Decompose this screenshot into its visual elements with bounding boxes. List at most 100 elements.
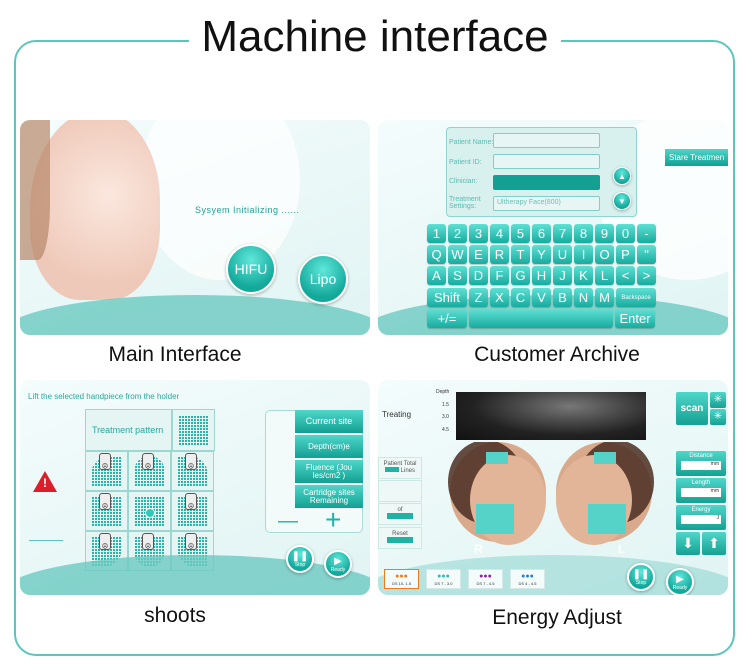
key-j[interactable]: J xyxy=(553,266,572,285)
key-8[interactable]: 8 xyxy=(574,224,593,243)
key-7[interactable]: 7 xyxy=(553,224,572,243)
key-4[interactable]: 4 xyxy=(490,224,509,243)
start-treatment-button[interactable]: Stare Treatmen xyxy=(665,149,728,166)
pattern-cell[interactable]: ☹ xyxy=(85,491,128,531)
pattern-cell[interactable]: ☹ xyxy=(128,451,171,491)
key-3[interactable]: 3 xyxy=(469,224,488,243)
patient-name-input[interactable] xyxy=(493,133,600,148)
key-y[interactable]: Y xyxy=(532,245,551,264)
handpiece-icon: ☹ xyxy=(99,453,111,470)
customer-archive-panel: Patient Name: Patient ID: Clinician: Tre… xyxy=(378,120,728,335)
clinician-input[interactable] xyxy=(493,175,600,190)
key-l[interactable]: L xyxy=(595,266,614,285)
key-d[interactable]: D xyxy=(469,266,488,285)
key-[interactable]: > xyxy=(637,266,656,285)
key-u[interactable]: U xyxy=(553,245,572,264)
stop-button[interactable]: ❚❚Stop xyxy=(627,563,655,591)
key-b[interactable]: B xyxy=(553,288,572,307)
key-g[interactable]: G xyxy=(511,266,530,285)
warning-icon: ! xyxy=(33,471,57,492)
brightness-down-icon[interactable]: ✳ xyxy=(710,409,726,425)
cartridge-dots-icon: ●●● xyxy=(395,573,408,580)
stop-button[interactable]: ❚❚Stop xyxy=(286,545,314,573)
key-2[interactable]: 2 xyxy=(448,224,467,243)
energy-adjust-panel: Treating Depth 1.5 3.0 4.5 scan ✳ ✳ Pati… xyxy=(378,380,728,595)
scan-button[interactable]: scan xyxy=(676,392,708,425)
key-9[interactable]: 9 xyxy=(595,224,614,243)
cartridge-tab[interactable]: ●●●DS 4 - 4.5 xyxy=(510,569,545,589)
key-w[interactable]: W xyxy=(448,245,467,264)
key-f[interactable]: F xyxy=(490,266,509,285)
key-o[interactable]: O xyxy=(595,245,614,264)
key-backspace[interactable]: Backspace xyxy=(616,288,656,307)
patient-id-input[interactable] xyxy=(493,154,600,169)
cartridge-tab[interactable]: ●●●DS 7 - 4.5 xyxy=(468,569,503,589)
key-r[interactable]: R xyxy=(490,245,509,264)
key-[interactable]: - xyxy=(637,224,656,243)
key-[interactable]: " xyxy=(637,245,656,264)
key-z[interactable]: Z xyxy=(469,288,488,307)
pattern-cell[interactable]: ☹ xyxy=(171,491,214,531)
key-h[interactable]: H xyxy=(532,266,551,285)
key-a[interactable]: A xyxy=(427,266,446,285)
cartridge-tab[interactable]: ●●●DS 10- 1.5 xyxy=(384,569,419,589)
ready-button[interactable]: ▶Ready xyxy=(666,568,694,595)
page-title: Machine interface xyxy=(0,12,750,62)
handpiece-icon: ☹ xyxy=(142,453,154,470)
param-depth[interactable]: Depth(cm)e xyxy=(295,435,363,458)
key-t[interactable]: T xyxy=(511,245,530,264)
scroll-up-button[interactable]: ▲ xyxy=(613,167,631,185)
caption-archive: Customer Archive xyxy=(474,343,640,366)
key-p[interactable]: P xyxy=(616,245,635,264)
key-shift[interactable]: Shift xyxy=(427,288,467,307)
param-cartridge-sites[interactable]: Cartridge sites Remaining xyxy=(295,485,363,508)
treatment-settings-select[interactable]: Ultherapy Face(800) xyxy=(493,196,600,211)
key-q[interactable]: Q xyxy=(427,245,446,264)
shoots-panel: Lift the selected handpiece from the hol… xyxy=(20,380,370,595)
pattern-cell[interactable]: ☹ xyxy=(85,451,128,491)
key-0[interactable]: 0 xyxy=(616,224,635,243)
scroll-down-button[interactable]: ▼ xyxy=(613,192,631,210)
key-m[interactable]: M xyxy=(595,288,614,307)
key-i[interactable]: I xyxy=(574,245,593,264)
key-e[interactable]: E xyxy=(469,245,488,264)
key-enter[interactable]: Enter xyxy=(615,309,655,328)
key-c[interactable]: C xyxy=(511,288,530,307)
key-5[interactable]: 5 xyxy=(511,224,530,243)
triangle-down-icon: ▼ xyxy=(618,196,626,206)
key-n[interactable]: N xyxy=(574,288,593,307)
init-status: Sysyem Initializing ...... xyxy=(195,205,300,215)
key-s[interactable]: S xyxy=(448,266,467,285)
lipo-button[interactable]: Lipo xyxy=(298,254,348,304)
brightness-up-icon[interactable]: ✳ xyxy=(710,392,726,408)
pattern-cell[interactable] xyxy=(128,491,171,531)
cartridge-dots-icon: ●●● xyxy=(479,573,492,580)
param-fluence[interactable]: Fluence (Jou les/cm2 ) xyxy=(295,460,363,483)
handpiece-icon: ☹ xyxy=(99,533,111,550)
minus-button[interactable]: — xyxy=(278,510,298,532)
ready-button[interactable]: ▶Ready xyxy=(324,550,352,578)
key-k[interactable]: K xyxy=(574,266,593,285)
cartridge-tab[interactable]: ●●●DS 7 - 3.0 xyxy=(426,569,461,589)
arrow-down-button[interactable]: ⬇ xyxy=(676,532,700,555)
pattern-cell[interactable]: ☹ xyxy=(171,451,214,491)
handpiece-icon: ☹ xyxy=(142,533,154,550)
arrow-up-button[interactable]: ⬆ xyxy=(702,532,726,555)
key-[interactable]: < xyxy=(616,266,635,285)
key-6[interactable]: 6 xyxy=(532,224,551,243)
reset-button[interactable]: Reset xyxy=(378,527,422,549)
key-space[interactable] xyxy=(469,309,613,328)
key-v[interactable]: V xyxy=(532,288,551,307)
hifu-button[interactable]: HIFU xyxy=(226,244,276,294)
param-current-site[interactable]: Current site xyxy=(295,410,363,433)
key-1[interactable]: 1 xyxy=(427,224,446,243)
pause-icon: ❚❚ xyxy=(632,568,650,580)
key-[interactable]: +/= xyxy=(427,309,467,328)
key-x[interactable]: X xyxy=(490,288,509,307)
treating-status: Treating xyxy=(382,410,412,419)
plus-button[interactable]: + xyxy=(325,504,342,535)
triangle-up-icon: ▲ xyxy=(618,171,626,181)
